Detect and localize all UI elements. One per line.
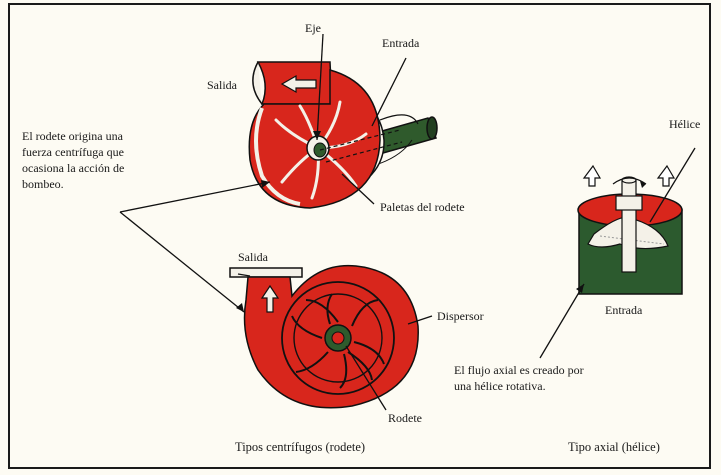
label-eje: Eje <box>305 20 321 36</box>
label-helice: Hélice <box>669 116 700 132</box>
axial-pump <box>578 166 682 294</box>
label-rodete: Rodete <box>388 410 422 426</box>
label-paletas: Paletas del rodete <box>380 199 465 215</box>
label-entrada-axial: Entrada <box>605 302 642 318</box>
label-dispersor: Dispersor <box>437 308 484 324</box>
label-entrada-top: Entrada <box>382 35 419 51</box>
up-arrow-left-icon <box>584 166 600 186</box>
note-centrifugal: El rodete origina una fuerza centrífuga … <box>22 128 124 192</box>
label-salida-bottom: Salida <box>238 249 268 265</box>
caption-centrifugal: Tipos centrífugos (rodete) <box>235 440 365 455</box>
bottom-centrifugal-pump <box>230 266 418 408</box>
up-arrow-right-icon <box>658 166 674 186</box>
caption-axial: Tipo axial (hélice) <box>568 440 660 455</box>
top-centrifugal-pump <box>249 62 437 208</box>
label-salida-top: Salida <box>207 77 237 93</box>
note-axial: El flujo axial es creado por una hélice … <box>454 362 584 394</box>
